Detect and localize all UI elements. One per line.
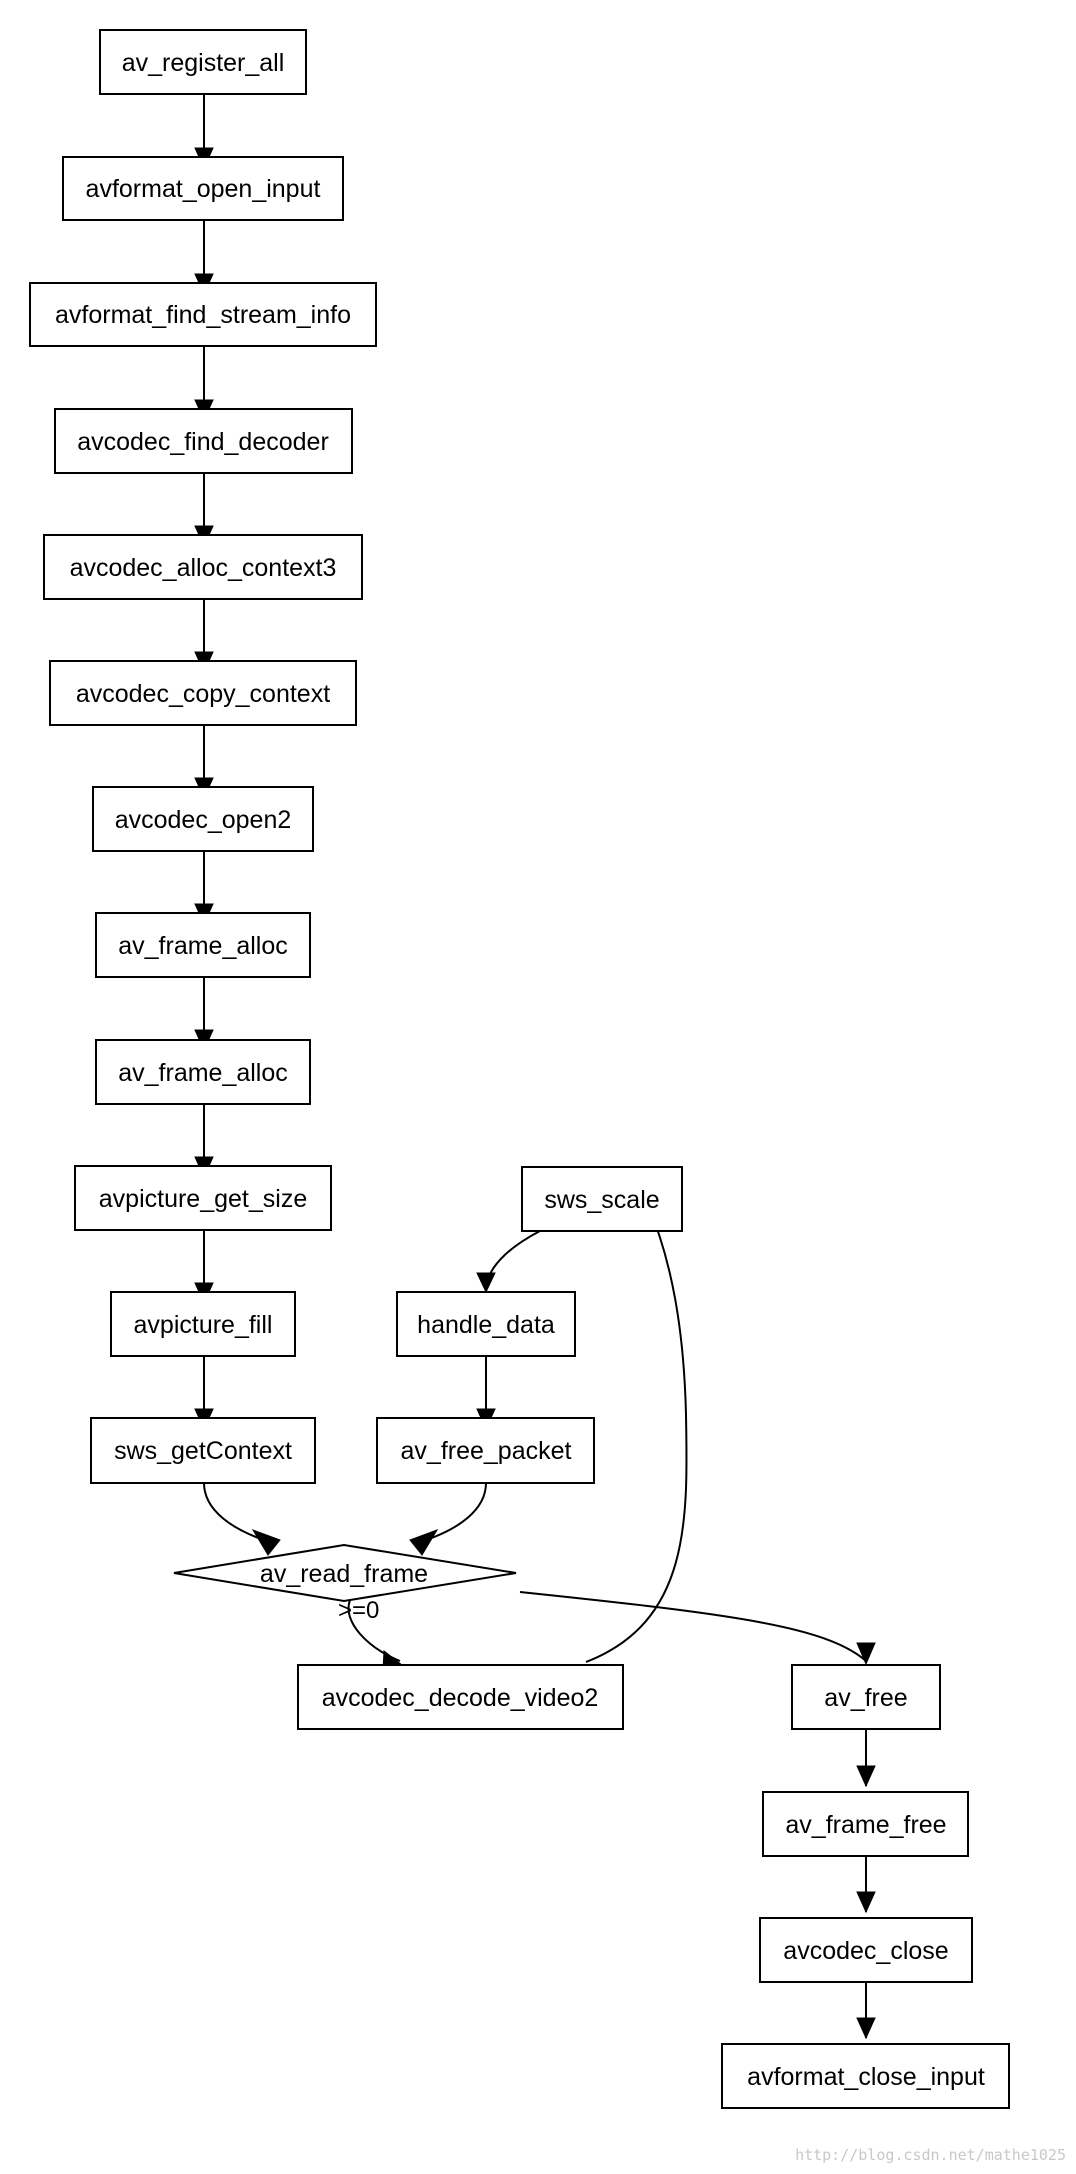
node-label: avformat_find_stream_info bbox=[55, 301, 351, 329]
node-label: avformat_close_input bbox=[747, 2063, 985, 2091]
node-handle-data: handle_data bbox=[396, 1291, 576, 1357]
node-av-register-all: av_register_all bbox=[99, 29, 307, 95]
node-label: av_frame_alloc bbox=[118, 932, 288, 960]
node-avcodec-decode-video2: avcodec_decode_video2 bbox=[297, 1664, 624, 1730]
arrowhead bbox=[856, 2017, 876, 2040]
edge-read-frame-to-av-free bbox=[519, 1591, 867, 1662]
node-avcodec-close: avcodec_close bbox=[759, 1917, 973, 1983]
node-avcodec-find-decoder: avcodec_find_decoder bbox=[54, 408, 353, 474]
edge-sws-scale-to-handle-data bbox=[485, 1230, 541, 1289]
node-av-frame-free: av_frame_free bbox=[762, 1791, 969, 1857]
node-avcodec-alloc-context3: avcodec_alloc_context3 bbox=[43, 534, 363, 600]
node-label: avformat_open_input bbox=[86, 175, 321, 203]
node-label: avcodec_find_decoder bbox=[77, 428, 329, 456]
node-av-free: av_free bbox=[791, 1664, 941, 1730]
arrowhead bbox=[856, 1642, 876, 1666]
arrowhead bbox=[251, 1529, 281, 1556]
edge-decode-video2-to-sws-scale bbox=[585, 1204, 688, 1663]
node-av-frame-alloc-1: av_frame_alloc bbox=[95, 912, 311, 978]
node-label: av_free_packet bbox=[401, 1437, 572, 1465]
node-label: av_free bbox=[824, 1684, 907, 1712]
node-avcodec-open2: avcodec_open2 bbox=[92, 786, 314, 852]
node-label: sws_scale bbox=[544, 1186, 659, 1214]
node-label: avcodec_alloc_context3 bbox=[70, 554, 337, 582]
node-sws-getcontext: sws_getContext bbox=[90, 1417, 316, 1484]
watermark: http://blog.csdn.net/mathe1025 bbox=[795, 2146, 1066, 2164]
node-label: sws_getContext bbox=[114, 1437, 292, 1465]
node-label: avcodec_copy_context bbox=[76, 680, 330, 708]
node-label: avcodec_decode_video2 bbox=[322, 1684, 599, 1712]
node-label: av_register_all bbox=[122, 49, 285, 77]
arrowhead bbox=[476, 1272, 496, 1294]
node-label: av_frame_alloc bbox=[118, 1059, 288, 1087]
node-label: avcodec_close bbox=[783, 1937, 948, 1965]
node-label: avcodec_open2 bbox=[115, 806, 292, 834]
node-av-free-packet: av_free_packet bbox=[376, 1417, 595, 1484]
node-label: avpicture_get_size bbox=[99, 1185, 307, 1213]
node-label: av_read_frame bbox=[260, 1560, 428, 1588]
node-avpicture-get-size: avpicture_get_size bbox=[74, 1165, 332, 1231]
arrowhead bbox=[409, 1529, 439, 1556]
arrowhead bbox=[856, 1891, 876, 1914]
edge-label-read-ok: >=0 bbox=[338, 1597, 379, 1624]
node-avcodec-copy-context: avcodec_copy_context bbox=[49, 660, 357, 726]
node-avformat-find-stream-info: avformat_find_stream_info bbox=[29, 282, 377, 347]
node-sws-scale: sws_scale bbox=[521, 1166, 683, 1232]
node-avpicture-fill: avpicture_fill bbox=[110, 1291, 296, 1357]
node-av-frame-alloc-2: av_frame_alloc bbox=[95, 1039, 311, 1105]
node-label: avpicture_fill bbox=[134, 1311, 273, 1339]
arrowhead bbox=[856, 1765, 876, 1788]
node-label: av_frame_free bbox=[785, 1811, 946, 1839]
node-avformat-open-input: avformat_open_input bbox=[62, 156, 344, 221]
node-avformat-close-input: avformat_close_input bbox=[721, 2043, 1010, 2109]
node-label: handle_data bbox=[417, 1311, 555, 1339]
decision-av-read-frame: av_read_frame bbox=[173, 1543, 517, 1603]
